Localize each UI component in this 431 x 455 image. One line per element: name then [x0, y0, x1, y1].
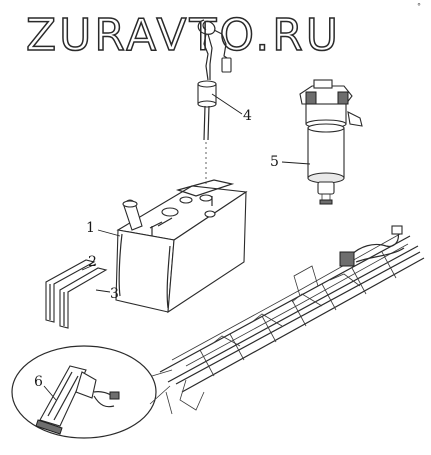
fuel-level-sensor — [197, 19, 232, 196]
fuel-tank — [115, 179, 248, 314]
tank-straps — [45, 259, 108, 329]
callout-4: 4 — [243, 108, 252, 124]
callout-2: 2 — [88, 254, 97, 270]
corner-mark: ° — [417, 2, 421, 11]
callout-5: 5 — [270, 154, 279, 170]
callout-leaders — [43, 93, 311, 401]
callout-3: 3 — [110, 286, 119, 302]
callout-6: 6 — [34, 374, 43, 390]
fuel-filter — [299, 79, 363, 205]
watermark-text: ZURAVTO.RU — [26, 10, 341, 61]
callout-1: 1 — [86, 220, 95, 236]
chassis-frame — [159, 225, 425, 415]
accelerator-pedal-detail — [11, 345, 173, 439]
